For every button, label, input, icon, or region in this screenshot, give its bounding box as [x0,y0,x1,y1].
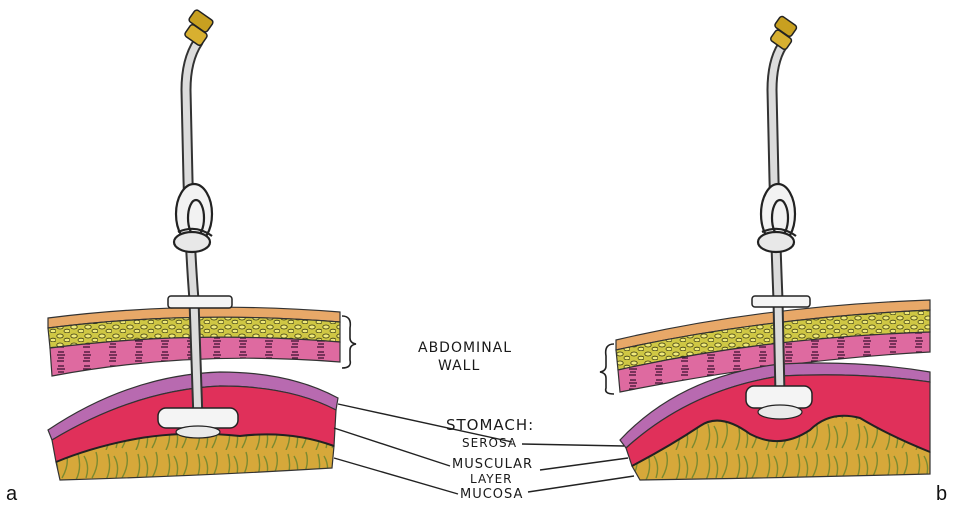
panel-a [48,9,340,480]
knot-a [174,184,212,252]
connector-b [770,15,798,50]
abdominal-wall-label-line2: WALL [438,358,480,374]
knot-b [758,184,796,252]
external-bolster-b [752,296,810,307]
abdominal-wall-bracket-b [600,344,614,394]
stomach-label: STOMACH: [446,416,534,434]
internal-bolster-a [158,408,238,428]
external-bolster-a [168,296,232,308]
muscular-label-line2: LAYER [470,472,513,486]
panel-b [616,15,930,480]
serosa-label: SEROSA [462,436,517,450]
connector-a [184,9,214,47]
abdominal-wall-bracket-a [342,316,356,368]
panel-b-letter: b [936,483,947,505]
muscular-label-line1: MUSCULAR [452,457,533,472]
abdominal-wall-label-line1: ABDOMINAL [418,340,512,356]
panel-a-letter: a [6,483,18,505]
mucosa-label: MUCOSA [460,487,523,502]
